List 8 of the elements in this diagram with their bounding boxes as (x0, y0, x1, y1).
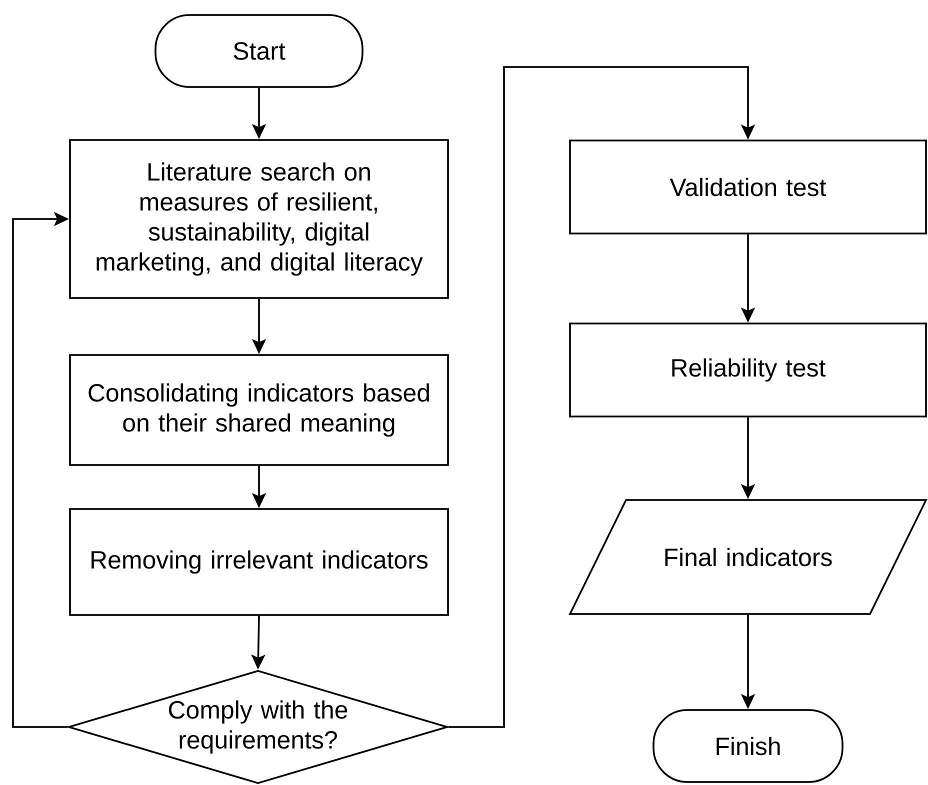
process-box: Reliability test (569, 322, 927, 418)
start-terminal: Start (154, 14, 364, 88)
finish-terminal: Finish (652, 709, 844, 783)
process-box: Validation test (569, 140, 927, 234)
process-box: Consolidating indicators based on their shared meaning (69, 354, 449, 466)
process-box: Literature search on measures of resilient, sustainability, digital marketing, and digital literacy (69, 139, 449, 299)
arrow (448, 66, 756, 728)
process-box: Removing irrelevant indicators (69, 508, 449, 616)
